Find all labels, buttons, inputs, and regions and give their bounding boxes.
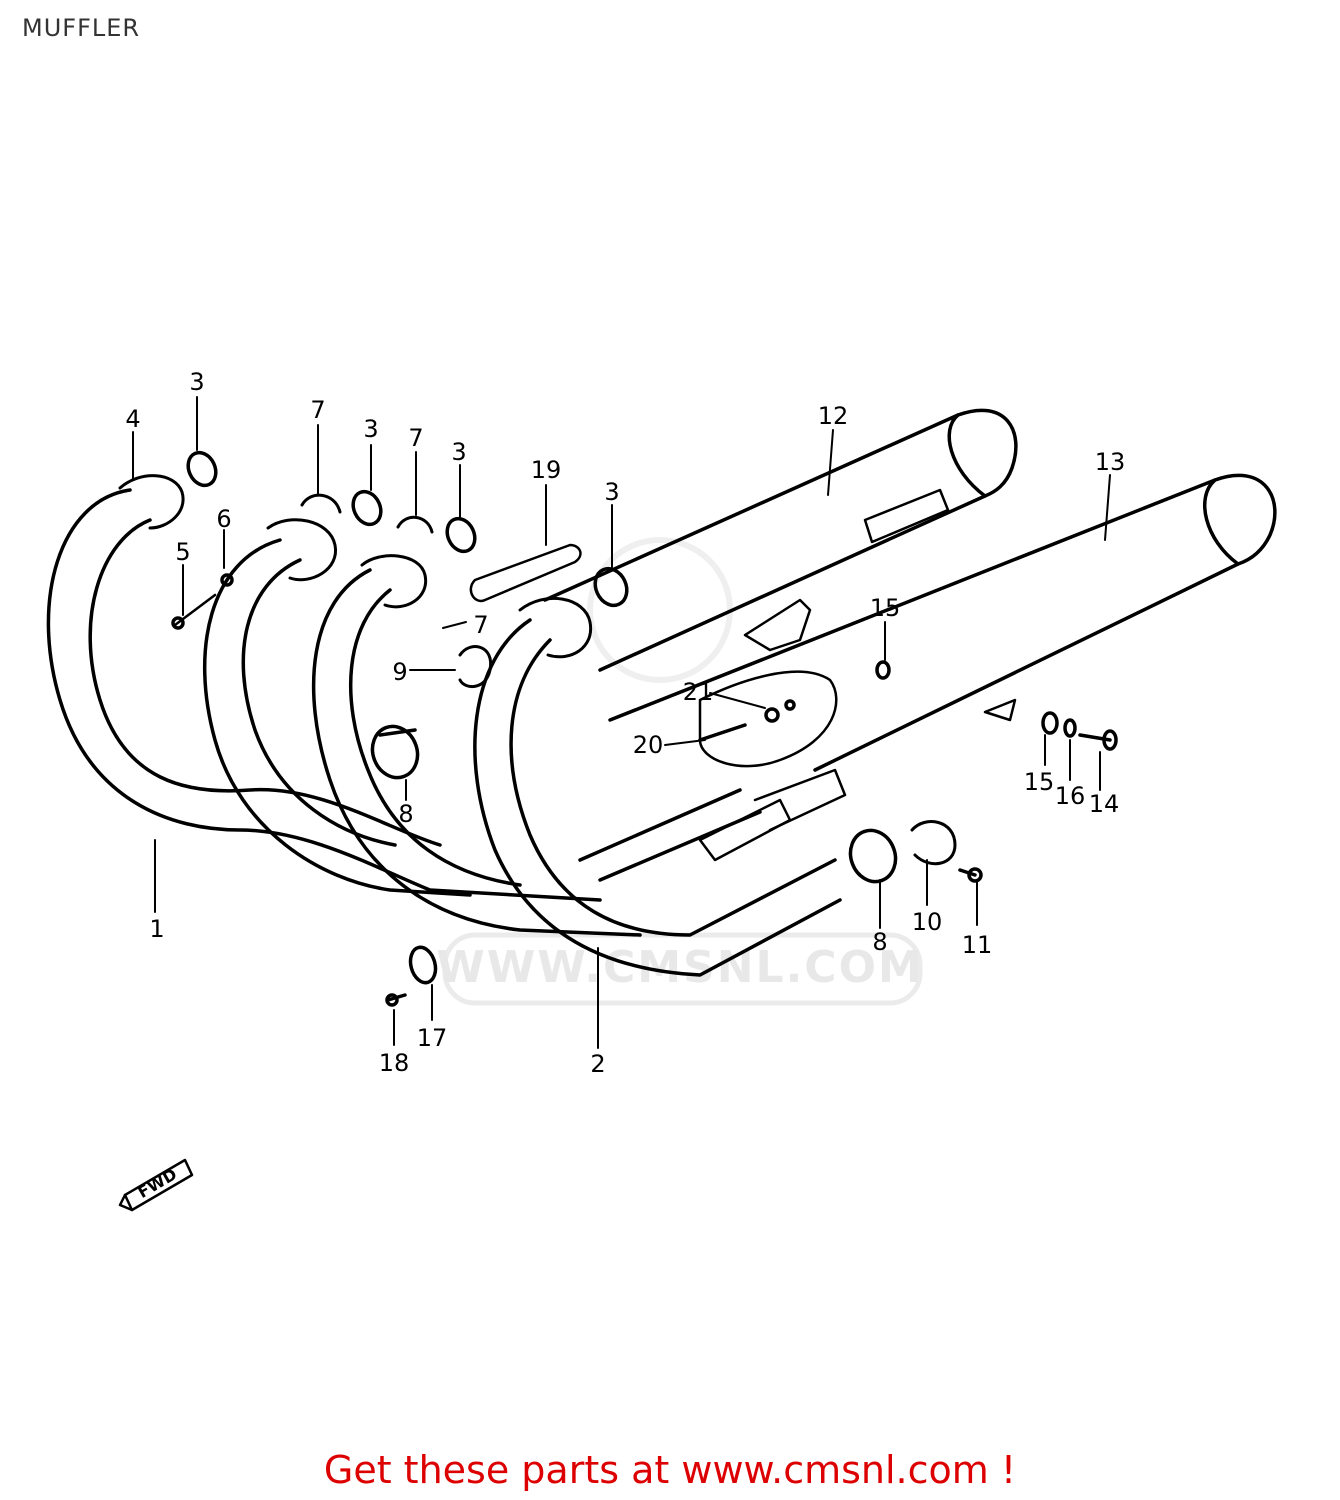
callout-11: 11: [962, 931, 993, 959]
callout-3b: 3: [363, 415, 378, 443]
callout-21: 21: [683, 678, 714, 706]
clamp-7a: [300, 493, 342, 514]
clamp-10: [910, 820, 957, 866]
bolt-11: [958, 867, 983, 883]
washer-16: [1063, 718, 1077, 738]
clamp-7b: [396, 516, 434, 534]
bolt-5: [171, 593, 217, 630]
callout-8b: 8: [872, 928, 887, 956]
callout-5: 5: [175, 538, 190, 566]
callout-3d: 3: [604, 478, 619, 506]
balance-pipe: [578, 768, 847, 882]
forward-marker-icon: [118, 1158, 194, 1212]
exhaust-pipe-4: [473, 596, 842, 977]
callout-1: 1: [149, 915, 164, 943]
exhaust-pipe-3: [311, 554, 642, 937]
heat-shield-19: [469, 543, 582, 603]
page-title: MUFFLER: [22, 14, 141, 42]
bracket-20: [698, 723, 747, 742]
callout-15a: 15: [870, 594, 901, 622]
callout-16: 16: [1055, 782, 1086, 810]
callout-3c: 3: [451, 438, 466, 466]
callout-3a: 3: [189, 368, 204, 396]
gasket-3c: [445, 516, 477, 554]
callout-2: 2: [590, 1050, 605, 1078]
gasket-3a: [186, 450, 218, 488]
watermark: WWW.CMSNL.COM: [436, 537, 924, 1006]
parts-link-banner[interactable]: Get these parts at www.cmsnl.com !: [0, 1448, 1340, 1492]
callout-14: 14: [1089, 790, 1120, 818]
callout-20: 20: [633, 731, 664, 759]
callout-6: 6: [216, 505, 231, 533]
muffler-13: [608, 473, 1277, 772]
callout-7a: 7: [310, 396, 325, 424]
callout-7b: 7: [408, 424, 423, 452]
callout-labels: 1 2 3 3 3 3 4 5 6 7 7 7 8 8 9 10 11 12 1…: [125, 368, 1125, 1078]
callout-15b: 15: [1024, 768, 1055, 796]
nut-6: [220, 573, 234, 587]
gasket-3b: [351, 489, 383, 527]
bolt-14: [1078, 729, 1118, 751]
callout-19: 19: [531, 456, 562, 484]
callout-13: 13: [1095, 448, 1126, 476]
parts-link[interactable]: Get these parts at www.cmsnl.com !: [323, 1448, 1017, 1492]
sleeve-8b: [848, 828, 898, 884]
gasket-3d: [593, 566, 629, 608]
callout-17: 17: [417, 1024, 448, 1052]
washer-15: [875, 660, 1059, 735]
nut-21: [764, 699, 796, 723]
clamp-17: [408, 945, 438, 985]
exhaust-pipe-2: [202, 518, 472, 897]
muffler-12: [543, 408, 1018, 672]
callout-4: 4: [125, 405, 140, 433]
callout-8a: 8: [398, 800, 413, 828]
callout-18: 18: [379, 1049, 410, 1077]
callout-9: 9: [392, 658, 407, 686]
sleeve-8a: [370, 724, 420, 780]
exhaust-pipe-1: [46, 474, 602, 902]
callout-7c: 7: [473, 611, 488, 639]
callout-10: 10: [912, 908, 943, 936]
watermark-text: WWW.CMSNL.COM: [436, 942, 924, 993]
callout-12: 12: [818, 402, 849, 430]
bolt-18: [385, 993, 407, 1007]
clamp-9: [458, 645, 493, 689]
leader-lines: [132, 396, 1111, 1049]
